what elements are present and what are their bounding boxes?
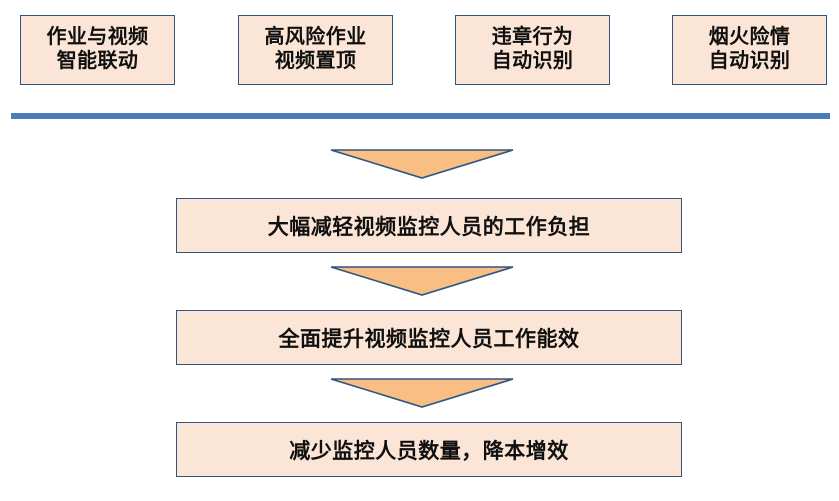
down-arrow-icon: [330, 149, 514, 179]
outcome-box-improve-efficiency[interactable]: 全面提升视频监控人员工作能效: [176, 310, 682, 365]
feature-box-line-2: 视频置顶: [274, 50, 357, 72]
outcome-box-label: 大幅减轻视频监控人员的工作负担: [267, 215, 591, 239]
outcome-box-label: 减少监控人员数量，降本增效: [289, 439, 569, 463]
outcome-box-label: 全面提升视频监控人员工作能效: [278, 327, 580, 351]
feature-box-line-2: 自动识别: [708, 50, 791, 72]
feature-box-line-2: 自动识别: [491, 50, 574, 72]
outcome-box-reduce-headcount[interactable]: 减少监控人员数量，降本增效: [176, 422, 682, 477]
divider-bar: [11, 113, 830, 119]
feature-box-line-1: 作业与视频: [46, 26, 149, 49]
outcome-box-reduce-workload[interactable]: 大幅减轻视频监控人员的工作负担: [176, 198, 682, 253]
feature-box-high-risk-video-pin[interactable]: 高风险作业 视频置顶: [238, 15, 393, 85]
down-arrow-icon: [330, 266, 514, 296]
down-arrow-icon: [330, 378, 514, 408]
feature-box-line-1: 高风险作业: [264, 26, 367, 49]
feature-box-line-1: 违章行为: [491, 26, 574, 49]
feature-box-video-linkage[interactable]: 作业与视频 智能联动: [20, 15, 175, 85]
feature-box-violation-detection[interactable]: 违章行为 自动识别: [455, 15, 610, 85]
feature-box-fire-smoke-detection[interactable]: 烟火险情 自动识别: [672, 15, 827, 85]
feature-box-line-2: 智能联动: [56, 50, 139, 72]
feature-box-line-1: 烟火险情: [708, 26, 791, 49]
